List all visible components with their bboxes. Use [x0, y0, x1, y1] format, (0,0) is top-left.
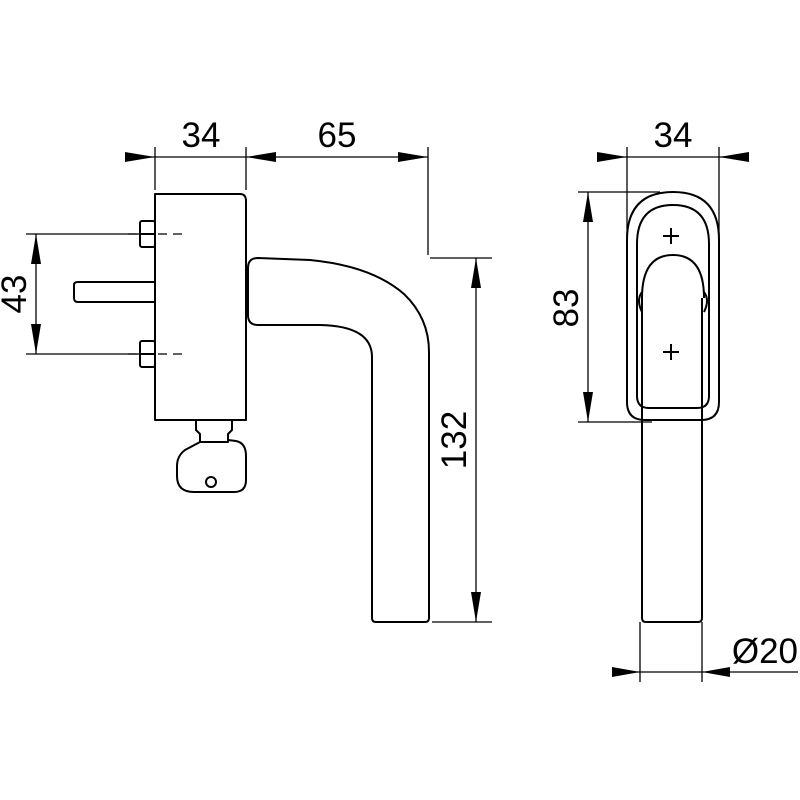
side-handle-lever — [247, 257, 430, 623]
side-spindle — [73, 281, 155, 303]
side-view: 34 65 43 132 — [0, 116, 492, 623]
front-view: 34 83 Ø20 — [547, 116, 798, 682]
front-left-dimension: 83 — [547, 289, 586, 328]
side-top-left-dimension: 34 — [182, 116, 221, 155]
front-handle-base — [641, 254, 705, 299]
side-base-housing — [154, 193, 247, 421]
side-top-right-dimension: 65 — [318, 116, 357, 155]
side-height-dimension: 132 — [435, 411, 474, 469]
front-handle-lever — [641, 298, 703, 623]
front-bottom-dimension: Ø20 — [732, 632, 798, 671]
side-left-dimension: 43 — [0, 275, 34, 314]
side-screws — [128, 220, 186, 368]
front-top-dimension: 34 — [654, 116, 693, 155]
side-key — [176, 420, 247, 493]
front-rosette-outer — [626, 191, 720, 421]
front-screw-markers — [663, 228, 679, 360]
